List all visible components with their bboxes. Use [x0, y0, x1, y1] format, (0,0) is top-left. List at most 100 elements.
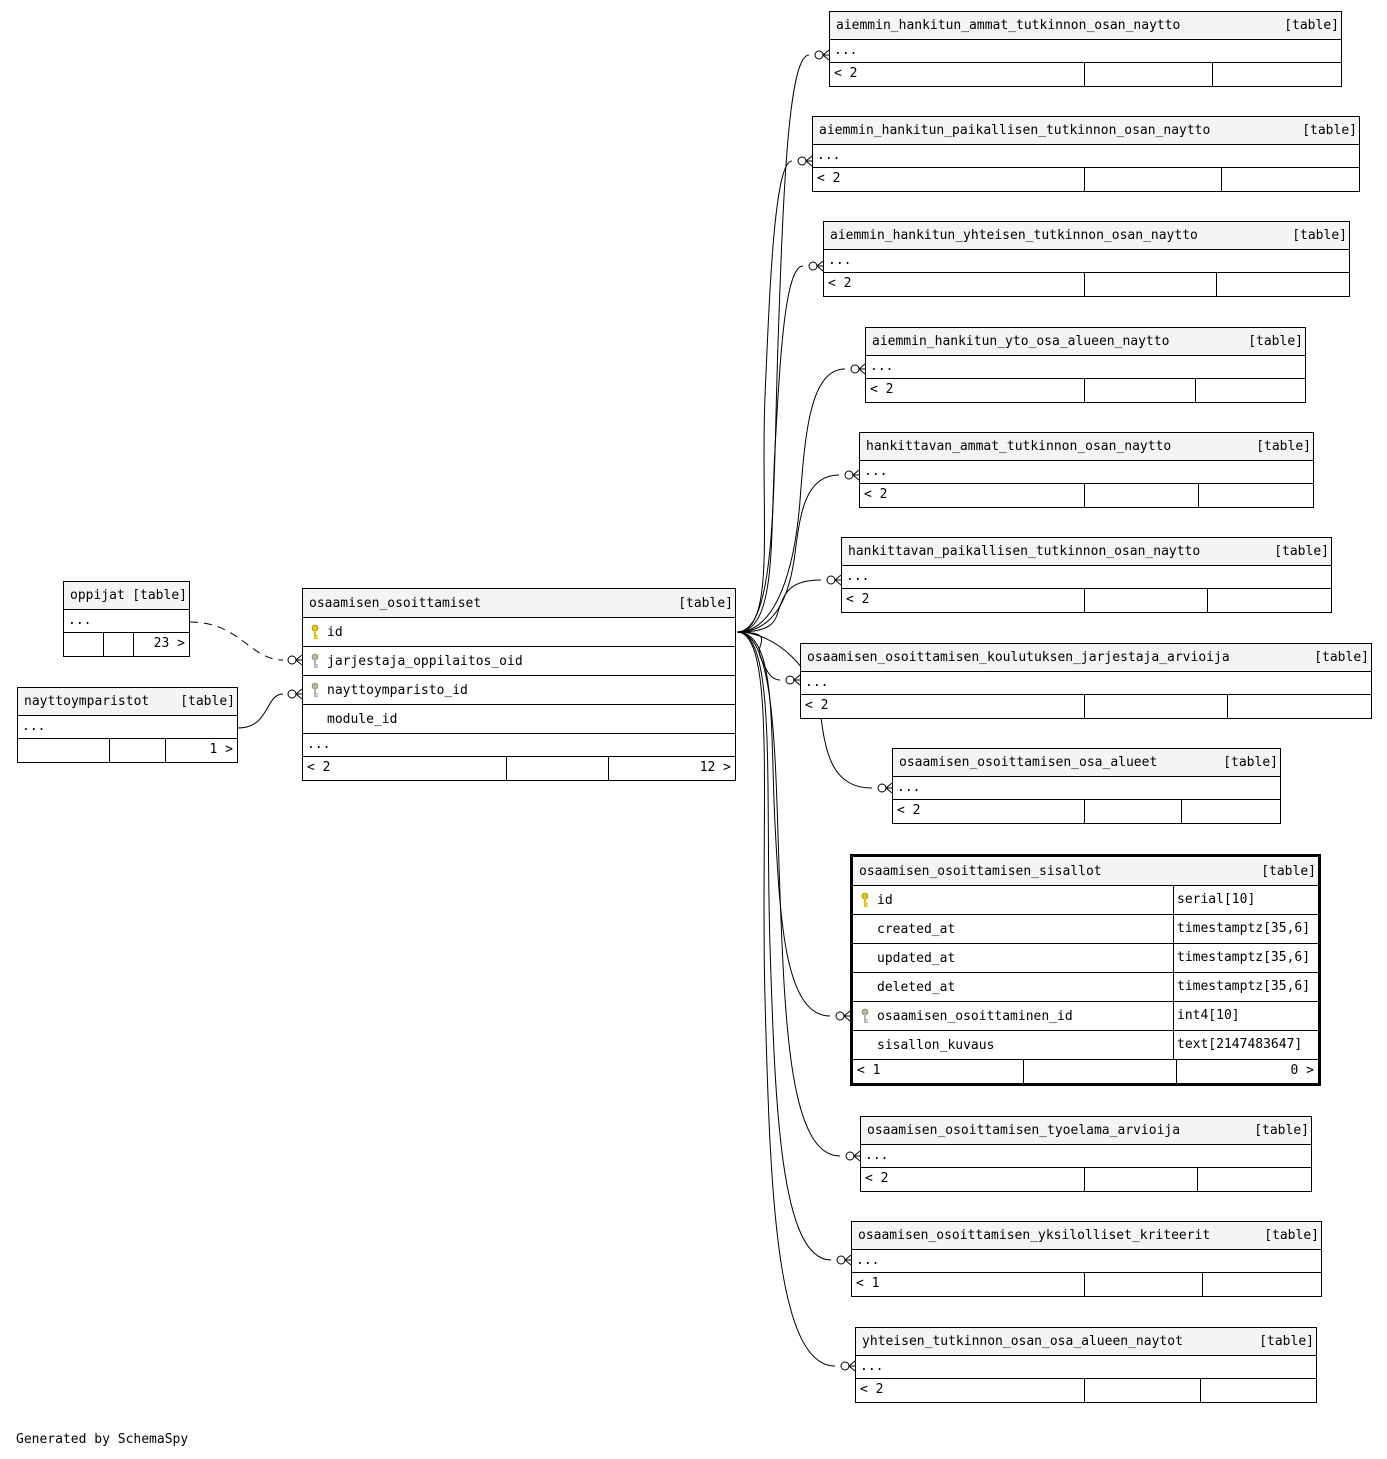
footer-cell[interactable]: < 2: [307, 760, 331, 775]
table-footer: < 2: [856, 1379, 1316, 1402]
table-kind: [table]: [1261, 863, 1316, 879]
table-ellipsis: ...: [866, 356, 1305, 379]
column-name: updated_at: [877, 950, 956, 966]
footer-cell[interactable]: < 2: [846, 592, 870, 607]
footer-cell[interactable]: [1194, 379, 1306, 402]
column-row[interactable]: nayttoymparisto_id: [303, 676, 735, 705]
table-t4[interactable]: hankittavan_ammat_tutkinnon_osan_naytto[…: [859, 432, 1314, 508]
footer-cell[interactable]: [64, 633, 103, 656]
footer-cell[interactable]: [1211, 63, 1342, 86]
column-row[interactable]: module_id: [303, 705, 735, 734]
footer-cell[interactable]: [1180, 800, 1281, 823]
table-kind: [table]: [1292, 228, 1347, 243]
footer-cell: [1083, 1273, 1203, 1296]
edge-t10-circle: [836, 1255, 846, 1265]
edge-t7-circle: [877, 783, 887, 793]
table-header: aiemmin_hankitun_ammat_tutkinnon_osan_na…: [830, 12, 1341, 40]
table-footer: < 2: [861, 1168, 1311, 1191]
table-footer: < 2: [860, 484, 1313, 507]
table-t3[interactable]: aiemmin_hankitun_yto_osa_alueen_naytto[t…: [865, 327, 1306, 403]
table-nayttoymparistot[interactable]: nayttoymparistot[table]...1 >: [17, 687, 238, 763]
table-osaamisen-osoittamiset[interactable]: osaamisen_osoittamiset[table]id jarjestaj…: [302, 588, 736, 781]
edge-oppijat-crowfoot: [295, 654, 303, 666]
footer-cell[interactable]: [1198, 484, 1313, 507]
table-footer: < 2 12 >: [303, 757, 735, 780]
edge-t7-crowfoot: [885, 782, 893, 794]
table-name: hankittavan_ammat_tutkinnon_osan_naytto: [866, 439, 1172, 454]
footer-cell[interactable]: < 2: [870, 382, 894, 397]
column-name: nayttoymparisto_id: [327, 682, 468, 698]
footer-cell: [1023, 1060, 1176, 1083]
column-row[interactable]: id: [303, 618, 735, 647]
table-kind: [table]: [1264, 1228, 1319, 1243]
table-ellipsis: ...: [64, 610, 189, 633]
column-row[interactable]: jarjestaja_oppilaitos_oid: [303, 647, 735, 676]
table-header: osaamisen_osoittamiset[table]: [303, 589, 735, 618]
table-header: oppijat[table]: [64, 582, 189, 610]
footer-cell[interactable]: < 2: [834, 66, 858, 81]
table-t7[interactable]: osaamisen_osoittamisen_osa_alueet[table]…: [892, 748, 1281, 824]
column-type: timestamptz[35,6]: [1173, 944, 1318, 972]
table-oppijat[interactable]: oppijat[table]...23 >: [63, 581, 190, 657]
edge-nayttoymparistot-circle: [287, 689, 297, 699]
footer-cell[interactable]: < 2: [817, 171, 841, 186]
footer-cell[interactable]: 1 >: [164, 739, 237, 762]
footer-cell[interactable]: < 2: [828, 276, 852, 291]
footer-cell[interactable]: [1220, 168, 1360, 191]
column-row[interactable]: updated_at timestamptz[35,6]: [853, 944, 1318, 973]
footer-cell[interactable]: 12 >: [608, 757, 735, 780]
footer-cell[interactable]: < 2: [864, 487, 888, 502]
table-osaamisen-osoittamisen-sisallot[interactable]: osaamisen_osoittamisen_sisallot [table] id…: [850, 854, 1321, 1086]
table-t6[interactable]: osaamisen_osoittamisen_koulutuksen_jarje…: [800, 643, 1372, 719]
footer-cell[interactable]: < 1: [857, 1063, 881, 1078]
table-ellipsis: ...: [893, 777, 1280, 800]
table-kind: [table]: [1223, 755, 1278, 770]
edge-t1-circle: [797, 156, 807, 166]
table-t9[interactable]: osaamisen_osoittamisen_tyoelama_arvioija…: [860, 1116, 1312, 1192]
table-t2[interactable]: aiemmin_hankitun_yhteisen_tutkinnon_osan…: [823, 221, 1350, 297]
table-ellipsis: ...: [830, 40, 1341, 63]
edge-t5-crowfoot: [834, 574, 842, 586]
edge-oppijat-circle: [287, 655, 297, 665]
footer-cell[interactable]: 23 >: [132, 633, 189, 656]
edge-sisallot-circle: [835, 1011, 845, 1021]
footer-cell: [1083, 63, 1212, 86]
table-ellipsis: ...: [824, 250, 1349, 273]
table-t11[interactable]: yhteisen_tutkinnon_osan_osa_alueen_nayto…: [855, 1327, 1317, 1403]
table-t0[interactable]: aiemmin_hankitun_ammat_tutkinnon_osan_na…: [829, 11, 1342, 87]
table-header: hankittavan_paikallisen_tutkinnon_osan_n…: [842, 538, 1331, 566]
footer-cell[interactable]: < 2: [860, 1382, 884, 1397]
footer-cell[interactable]: < 2: [865, 1171, 889, 1186]
footer-cell[interactable]: [1196, 1168, 1312, 1191]
table-t1[interactable]: aiemmin_hankitun_paikallisen_tutkinnon_o…: [812, 116, 1360, 192]
footer-cell[interactable]: [1206, 589, 1332, 612]
table-header: osaamisen_osoittamisen_osa_alueet[table]: [893, 749, 1280, 777]
foreign-key-icon: [303, 653, 327, 669]
table-header: osaamisen_osoittamisen_koulutuksen_jarje…: [801, 644, 1371, 672]
edge-t3: [736, 368, 846, 633]
footer-cell[interactable]: < 1: [856, 1276, 880, 1291]
footer-cell[interactable]: [1199, 1379, 1317, 1402]
edge-t11-circle: [840, 1361, 850, 1371]
footer-cell: [1083, 273, 1216, 296]
table-t10[interactable]: osaamisen_osoittamisen_yksilolliset_krit…: [851, 1221, 1322, 1297]
footer-cell[interactable]: < 2: [805, 698, 829, 713]
table-name: osaamisen_osoittamisen_sisallot: [859, 863, 1102, 879]
footer-cell[interactable]: [1202, 1273, 1321, 1296]
footer-cell[interactable]: [18, 739, 109, 762]
column-name: id: [327, 624, 343, 640]
table-name: hankittavan_paikallisen_tutkinnon_osan_n…: [848, 544, 1201, 559]
footer-cell[interactable]: < 2: [897, 803, 921, 818]
table-kind: [table]: [1314, 650, 1369, 665]
footer-cell[interactable]: 0 >: [1176, 1060, 1318, 1083]
footer-cell[interactable]: [1226, 695, 1372, 718]
table-t5[interactable]: hankittavan_paikallisen_tutkinnon_osan_n…: [841, 537, 1332, 613]
table-header: osaamisen_osoittamisen_yksilolliset_krit…: [852, 1222, 1321, 1250]
footer-cell[interactable]: [1215, 273, 1350, 296]
edge-t5: [736, 579, 822, 633]
